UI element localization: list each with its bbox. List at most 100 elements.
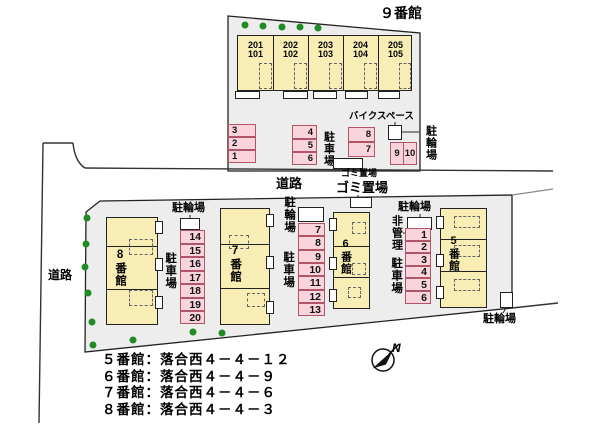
bicycle-parking-label-b8: 駐輪場 bbox=[172, 202, 205, 214]
address-line-7: ７番館：落合西４－４－６ bbox=[102, 385, 276, 400]
address-line-8: ８番館：落合西４－４－３ bbox=[102, 401, 276, 417]
unit-divider bbox=[378, 36, 379, 90]
stair-outline bbox=[352, 263, 366, 275]
entrance-box bbox=[378, 91, 400, 99]
garbage-box-upper bbox=[333, 158, 363, 169]
road-label-middle: 道路 bbox=[276, 176, 303, 191]
unit-upper: 205 bbox=[387, 40, 404, 50]
entrance-box bbox=[329, 218, 337, 231]
stair-outline bbox=[399, 63, 411, 89]
bicycle-box-bottom-right bbox=[500, 292, 513, 308]
unit-divider bbox=[308, 36, 309, 90]
parking-space-3b: 3 bbox=[405, 253, 431, 266]
entrance-box bbox=[155, 221, 163, 234]
parking-space-2: 2 bbox=[228, 137, 256, 150]
bicycle-parking-label-b7: 駐輪場 bbox=[283, 196, 296, 234]
building9-title: ９番館 bbox=[380, 5, 422, 21]
parking-lot-label-b6: 駐車場 bbox=[390, 257, 403, 295]
parking-space-13b: 13 bbox=[298, 303, 325, 316]
parking-lot-label-b7: 駐車場 bbox=[282, 251, 295, 289]
stair-outline bbox=[129, 239, 153, 255]
unit-upper: 203 bbox=[317, 40, 334, 50]
boundary-ext-top bbox=[511, 188, 554, 196]
building-5-label: 5番館 bbox=[447, 235, 460, 272]
pointer-lines bbox=[189, 122, 507, 314]
building-8-label: 8番館 bbox=[114, 249, 127, 287]
stair-outline bbox=[454, 216, 480, 228]
parking-space-6: 6 bbox=[292, 152, 317, 165]
stair-outline bbox=[247, 293, 265, 307]
floor-divider bbox=[441, 239, 486, 240]
parking-lot-label-b8: 駐車場 bbox=[164, 252, 177, 290]
parking-space-17: 17 bbox=[180, 271, 205, 284]
entrance-box bbox=[436, 254, 444, 267]
garbage-label-large: ゴミ置場 bbox=[336, 180, 389, 195]
unit-lower: 101 bbox=[247, 48, 264, 59]
stair-outline bbox=[364, 63, 377, 89]
entrance-box bbox=[155, 258, 163, 271]
floor-divider bbox=[334, 246, 369, 247]
unit-label: 204 104 bbox=[343, 41, 378, 58]
stair-outline bbox=[454, 279, 480, 291]
entrance-box bbox=[266, 301, 274, 314]
moto-space-10: 10 bbox=[403, 142, 417, 165]
building-8 bbox=[106, 217, 158, 325]
compass-icon: N bbox=[371, 341, 401, 372]
stair-outline bbox=[352, 222, 366, 234]
entrance-box bbox=[329, 289, 337, 302]
parking-space-14: 14 bbox=[180, 230, 205, 244]
floor-divider bbox=[221, 244, 269, 245]
entrance-box bbox=[266, 214, 274, 227]
stair-outline bbox=[348, 287, 361, 298]
parking-space-8: 8 bbox=[348, 127, 375, 142]
parking-space-1: 1 bbox=[228, 150, 256, 163]
entrance-box bbox=[313, 91, 337, 99]
parking-space-7b: 7 bbox=[298, 223, 325, 236]
unit-lower: 105 bbox=[387, 48, 404, 59]
tree-dots bbox=[81, 21, 322, 349]
floor-divider bbox=[107, 246, 157, 247]
bicycle-parking-label-bottom-right: 駐輪場 bbox=[483, 313, 516, 325]
parking-space-4b: 4 bbox=[405, 266, 431, 278]
entrance-box bbox=[283, 91, 308, 99]
bicycle-parking-label-b6: 駐輪場 bbox=[398, 201, 431, 213]
floor-divider bbox=[441, 271, 486, 272]
parking-space-7: 7 bbox=[348, 142, 375, 157]
unit-label: 201 101 bbox=[238, 41, 273, 58]
moto-space-9: 9 bbox=[390, 142, 404, 165]
garbage-label-small: ゴミ置場 bbox=[341, 168, 378, 178]
building-9: 201 101 202 102 203 103 204 104 205 105 bbox=[237, 35, 412, 91]
entrance-box bbox=[235, 91, 260, 99]
address-line-5: ５番館：落合西４－４－１２ bbox=[102, 352, 291, 367]
entrance-box bbox=[436, 216, 444, 229]
unit-label: 203 103 bbox=[308, 41, 343, 58]
entrance-box bbox=[329, 257, 337, 270]
road-label-left: 道路 bbox=[48, 268, 73, 282]
parking-space-15: 15 bbox=[180, 244, 205, 257]
unit-divider bbox=[273, 36, 274, 90]
parking-space-12b: 12 bbox=[298, 290, 325, 303]
parking-space-11b: 11 bbox=[298, 276, 325, 290]
floor-divider bbox=[334, 277, 369, 278]
parking-space-6b: 6 bbox=[405, 291, 431, 304]
unit-upper: 202 bbox=[282, 40, 299, 50]
bike-space-box bbox=[388, 125, 402, 140]
unit-upper: 201 bbox=[247, 40, 264, 50]
unit-upper: 204 bbox=[352, 40, 369, 50]
parking-space-3: 3 bbox=[228, 124, 256, 137]
parking-space-5: 5 bbox=[292, 139, 317, 152]
entrance-box bbox=[436, 286, 444, 299]
bicycle-box-b8 bbox=[180, 218, 200, 230]
parking-space-18: 18 bbox=[180, 284, 205, 298]
parking-space-1b: 1 bbox=[405, 228, 431, 241]
parking-space-8b: 8 bbox=[298, 236, 325, 250]
stair-outline bbox=[329, 63, 342, 89]
building-7 bbox=[220, 208, 270, 325]
stair-outline bbox=[229, 235, 249, 249]
building-7-label: 7番館 bbox=[229, 245, 242, 283]
unit-label: 202 102 bbox=[273, 41, 308, 58]
bicycle-box-b7 bbox=[298, 207, 324, 222]
boundary-ext-bottom bbox=[511, 302, 559, 309]
stair-outline bbox=[294, 63, 307, 89]
